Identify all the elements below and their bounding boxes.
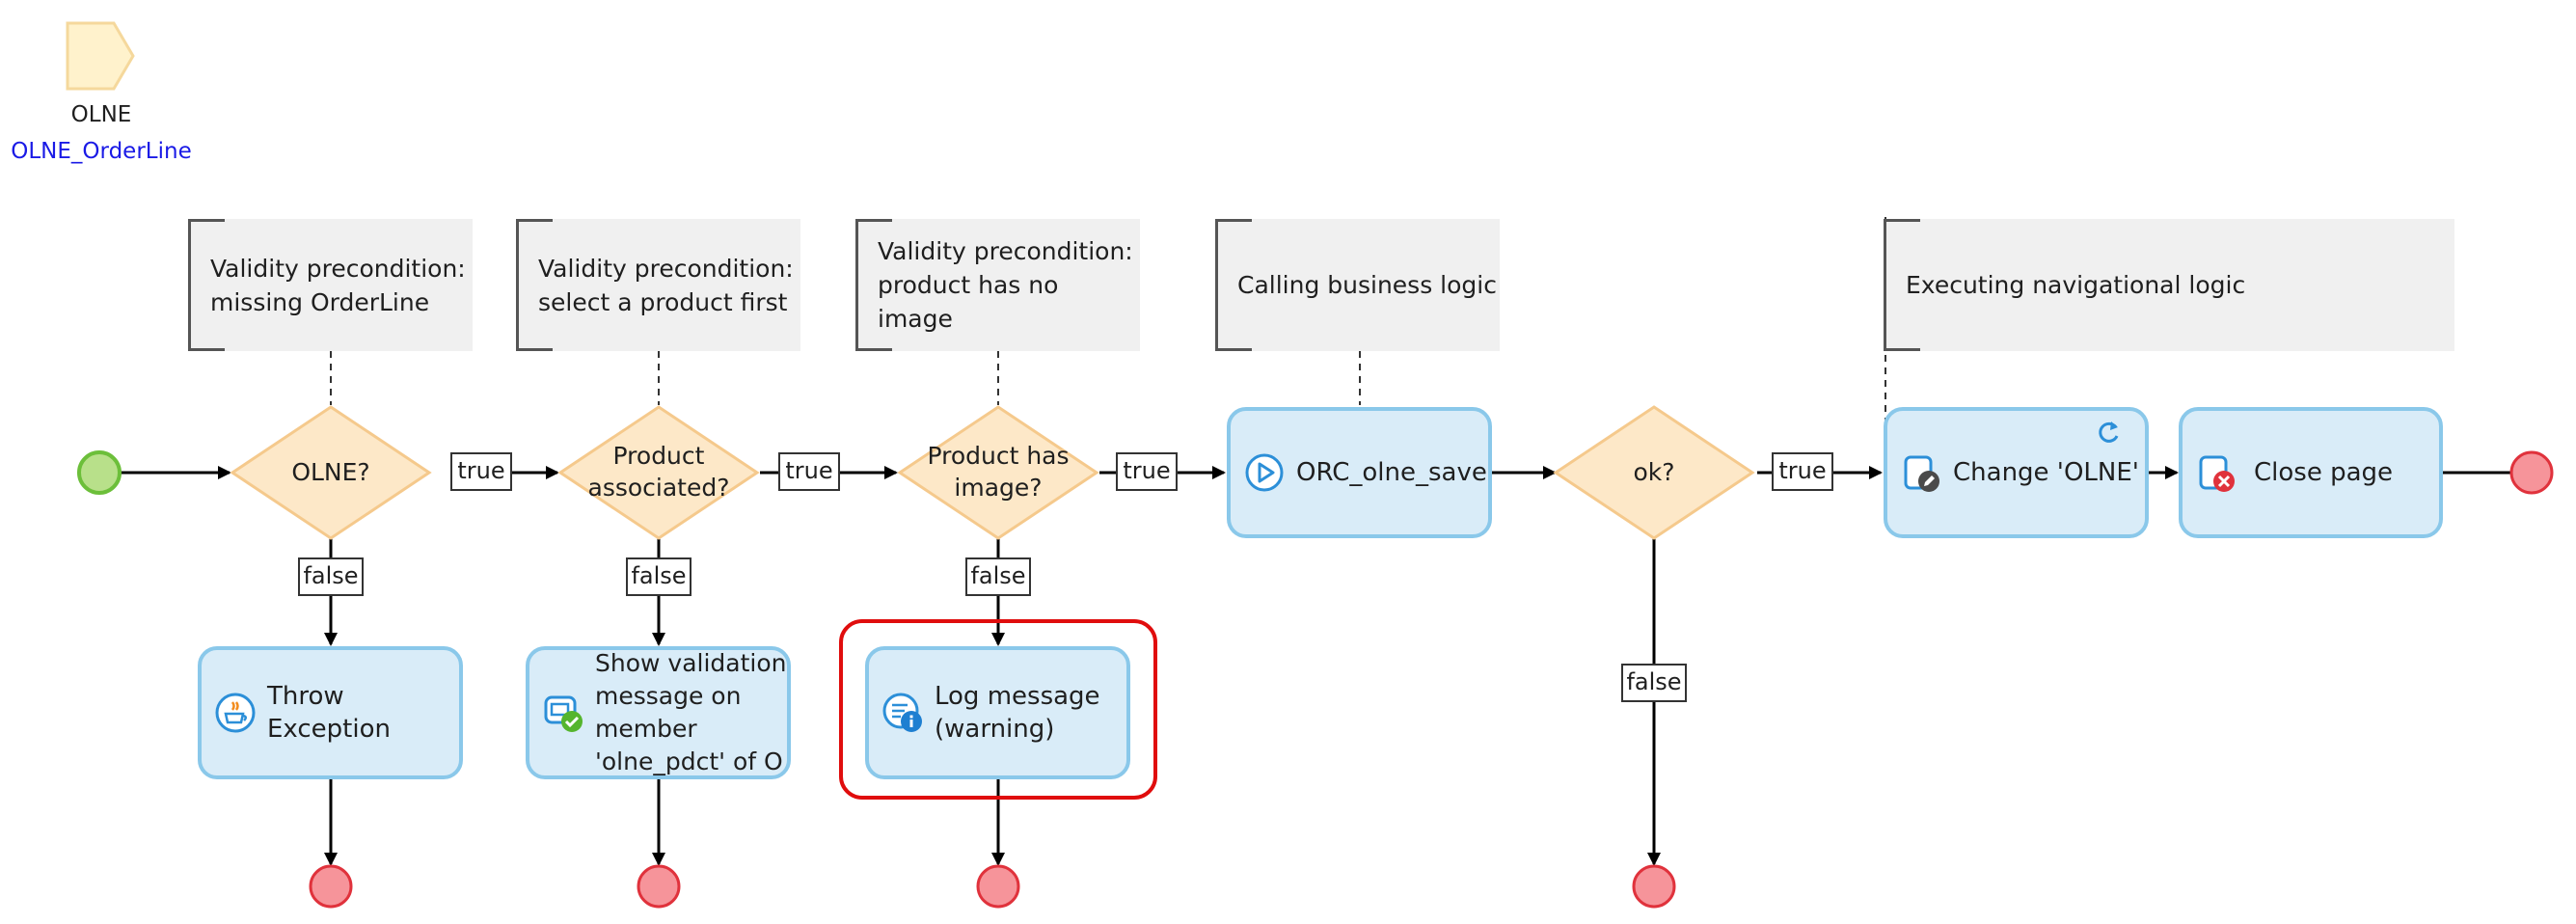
start-event-icon[interactable]	[77, 450, 122, 495]
flow-label-true: true	[778, 452, 840, 491]
end-event-icon[interactable]	[309, 864, 353, 909]
flow-label-false: false	[298, 557, 364, 596]
parameter-icon[interactable]	[66, 21, 135, 91]
validation-feedback-icon	[541, 691, 585, 735]
call-microflow-icon	[1242, 450, 1287, 495]
end-event-icon[interactable]	[2509, 450, 2554, 495]
end-event-icon[interactable]	[1632, 864, 1676, 909]
flow-label-false: false	[626, 557, 691, 596]
activity-orc-save[interactable]: ORC_olne_save	[1227, 407, 1492, 538]
selection-highlight	[839, 619, 1157, 800]
decision-product-associated-label: Product associated?	[587, 442, 730, 502]
annotation-select-product[interactable]: Validity precondition: select a product …	[516, 219, 800, 351]
close-page-icon	[2194, 450, 2238, 495]
decision-ok[interactable]	[1553, 405, 1755, 540]
flow-label-true: true	[1772, 452, 1833, 491]
annotation-no-image[interactable]: Validity precondition: product has no im…	[855, 219, 1140, 351]
activity-change-olne[interactable]: Change 'OLNE'	[1884, 407, 2149, 538]
activity-throw-exception[interactable]: Throw Exception	[198, 646, 463, 779]
flow-label-true: true	[450, 452, 512, 491]
activity-close-page[interactable]: Close page	[2179, 407, 2443, 538]
annotation-navigational-logic[interactable]: Executing navigational logic	[1884, 219, 2454, 351]
java-action-icon	[213, 691, 258, 735]
end-event-icon[interactable]	[637, 864, 681, 909]
decision-olne[interactable]	[230, 405, 432, 540]
parameter-type[interactable]: OLNE_OrderLine	[11, 139, 192, 164]
activity-log-message[interactable]: Log message (warning)	[865, 646, 1130, 779]
annotation-business-logic[interactable]: Calling business logic	[1215, 219, 1500, 351]
decision-ok-label: ok?	[1633, 458, 1675, 486]
flow-label-false: false	[965, 557, 1031, 596]
flow-label-true: true	[1116, 452, 1178, 491]
annotation-missing-orderline[interactable]: Validity precondition: missing OrderLine	[188, 219, 473, 351]
refresh-icon	[2099, 421, 2119, 443]
flow-label-false: false	[1621, 664, 1687, 702]
log-message-icon	[881, 691, 925, 735]
decision-product-associated[interactable]	[557, 405, 760, 540]
activity-show-validation[interactable]: Show validation message on member 'olne_…	[526, 646, 791, 779]
change-object-icon	[1899, 450, 1943, 495]
end-event-icon[interactable]	[976, 864, 1020, 909]
decision-olne-label: OLNE?	[291, 458, 370, 486]
decision-product-has-image-label: Product has image?	[927, 442, 1070, 502]
decision-product-has-image[interactable]	[897, 405, 1099, 540]
parameter-name: OLNE	[70, 102, 132, 127]
